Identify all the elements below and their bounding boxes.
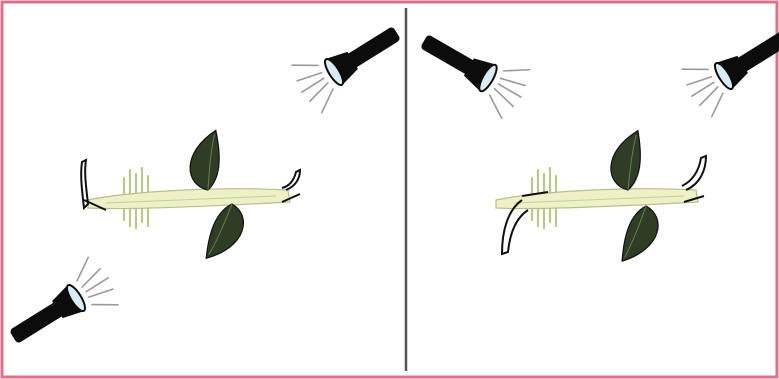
figure-canvas <box>0 0 779 379</box>
figure <box>0 0 779 379</box>
